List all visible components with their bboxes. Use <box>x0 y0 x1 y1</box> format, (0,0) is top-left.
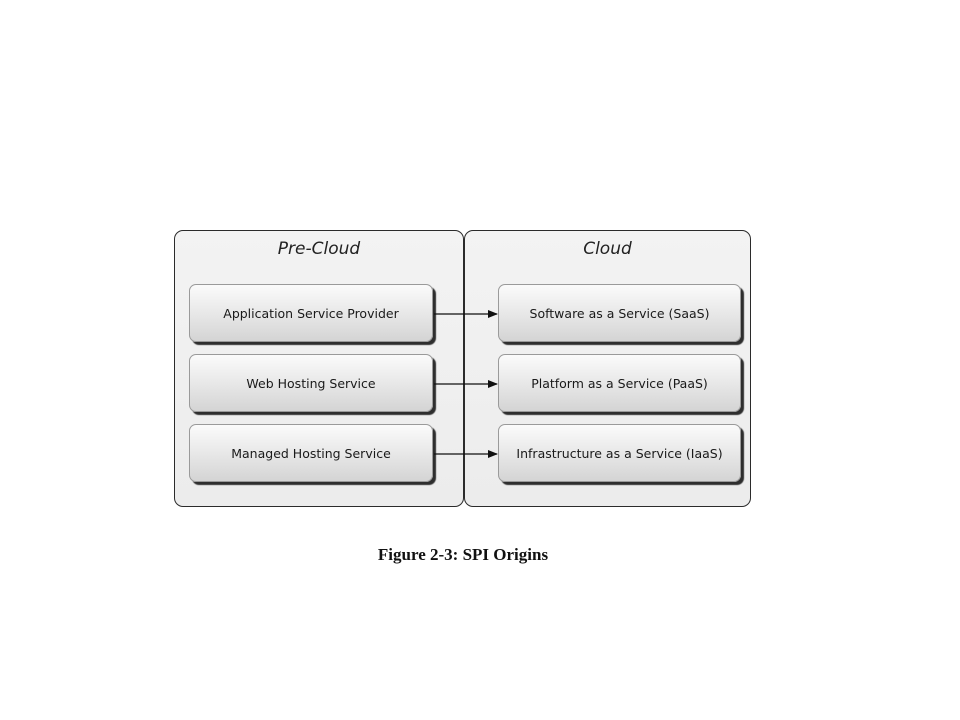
node-web-hosting-service: Web Hosting Service <box>189 354 433 412</box>
node-saas: Software as a Service (SaaS) <box>498 284 741 342</box>
pre-cloud-title: Pre-Cloud <box>277 239 361 259</box>
node-label: Managed Hosting Service <box>231 445 391 461</box>
node-label: Infrastructure as a Service (IaaS) <box>516 445 723 461</box>
node-iaas: Infrastructure as a Service (IaaS) <box>498 424 741 482</box>
cloud-title: Cloud <box>583 239 632 259</box>
node-label: Software as a Service (SaaS) <box>529 305 710 321</box>
figure-caption: Figure 2-3: SPI Origins <box>377 545 549 564</box>
node-managed-hosting-service: Managed Hosting Service <box>189 424 433 482</box>
node-paas: Platform as a Service (PaaS) <box>498 354 741 412</box>
node-label: Web Hosting Service <box>246 375 376 391</box>
node-application-service-provider: Application Service Provider <box>189 284 433 342</box>
node-label: Platform as a Service (PaaS) <box>531 375 708 391</box>
node-label: Application Service Provider <box>223 305 399 321</box>
